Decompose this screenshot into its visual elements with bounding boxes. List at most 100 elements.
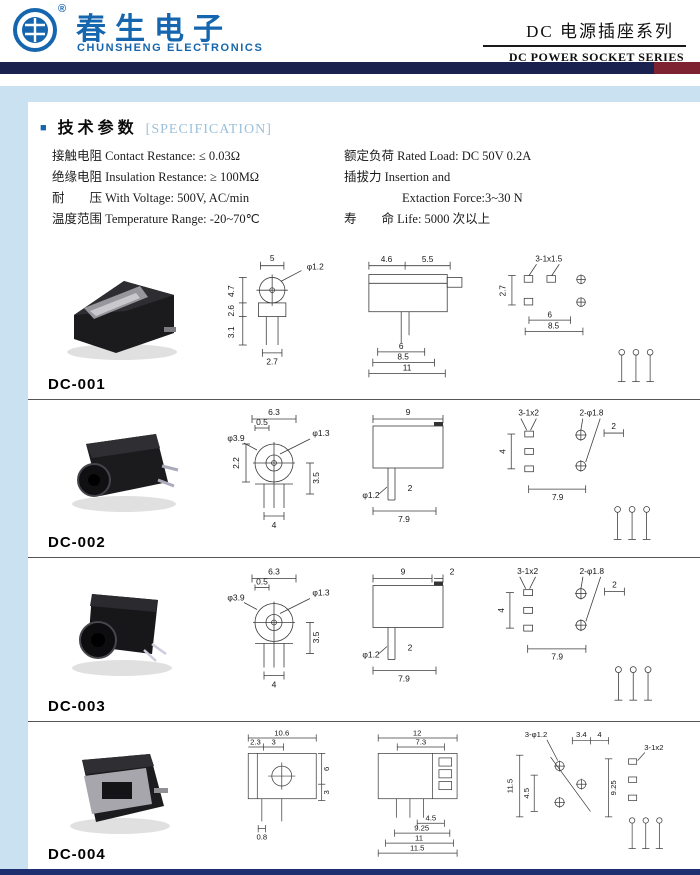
part-outline [247, 753, 317, 822]
dim-label: 2.2 [231, 457, 241, 469]
spec-line: 温度范围 Temperature Range: -20~70℃ [52, 212, 260, 226]
drawings-area: 6.3 0.5 φ3.9 φ1.3 3.5 4 [222, 562, 696, 721]
product-name: DC-002 [48, 534, 106, 551]
dim-label: 11.5 [505, 779, 514, 793]
registered-mark: ® [58, 3, 67, 15]
dim-label: 4 [498, 449, 507, 454]
dim-label: 8.5 [548, 322, 560, 331]
product-name: DC-004 [48, 846, 106, 863]
dimension-lines [238, 261, 302, 357]
dim-label: 2 [612, 580, 617, 590]
dim-label: 12 [413, 728, 422, 737]
side-view-drawing: 9 2 φ1.2 2 7.9 [362, 567, 455, 684]
dim-label: 7.9 [398, 514, 410, 524]
dim-label: 2.7 [498, 285, 507, 297]
part-outline [256, 274, 288, 346]
pad-layout [524, 429, 587, 473]
blue-band [0, 86, 700, 102]
front-view-drawing: 6.3 0.5 φ3.9 φ1.3 3.5 4 [227, 567, 330, 690]
dim-label: 6 [399, 341, 404, 351]
dim-label: φ3.9 [227, 433, 245, 443]
product-rows: DC-001 [28, 245, 700, 869]
dim-label: 3 [322, 790, 331, 794]
dim-label: 4.5 [522, 788, 531, 799]
pcb-layout-drawing: 3-1x2 2-φ1.8 2 4 7.9 [496, 566, 652, 701]
header-divider-bar [0, 62, 700, 74]
pcb-layout-drawing: 3-1x1.5 2.7 6 8.5 [498, 254, 654, 383]
dim-label: 3 [271, 737, 275, 746]
photo-column: DC-003 [40, 562, 222, 721]
drawings-area: 6.3 0.5 φ3.9 φ1.3 2.2 3.5 4 [222, 404, 696, 557]
dim-label: 0.5 [256, 417, 268, 427]
product-photo [67, 281, 177, 360]
brand-name-english: CHUNSHENG ELECTRONICS [77, 42, 264, 54]
dim-label: 5 [270, 253, 275, 263]
dim-label: 7.9 [551, 652, 563, 662]
series-title-chinese: DC 电源插座系列 [526, 22, 674, 41]
dim-label: 2.3 [250, 737, 261, 746]
dimension-lines [242, 415, 314, 520]
part-outline [253, 601, 295, 668]
product-row-dc-003: DC-003 [28, 558, 700, 722]
pad-layout [523, 274, 586, 307]
left-margin-stripe [0, 86, 28, 875]
pad-layout [554, 758, 638, 808]
dim-label: 6.3 [268, 407, 280, 417]
spec-title-cn: 技术参数 [57, 120, 138, 137]
dim-label: 2-φ1.8 [580, 566, 605, 576]
front-view-drawing: 5 φ1.2 4.7 2.6 3.1 2.7 [226, 253, 324, 367]
part-outline [372, 581, 444, 660]
dim-label: 4 [272, 680, 277, 690]
product-row-dc-004: DC-004 [28, 722, 700, 869]
dim-label: 4.7 [226, 285, 236, 297]
photo-column: DC-002 [40, 404, 222, 557]
spec-columns: 接触电阻 Contact Restance: ≤ 0.03Ω 绝缘电阻 Insu… [40, 146, 690, 230]
dimension-lines [516, 737, 646, 818]
dim-label: 7.3 [415, 737, 426, 746]
dim-label: φ1.2 [307, 262, 324, 272]
dim-label: 4.6 [381, 254, 393, 264]
brand-name-chinese: 春生电子 [76, 13, 232, 46]
drawings-area: 5 φ1.2 4.7 2.6 3.1 2.7 [222, 249, 696, 399]
dimension-lines [508, 264, 584, 336]
pcb-layout-drawing: 3-φ1.2 3.4 4 3-1x2 11.5 4.5 9.25 [505, 730, 664, 849]
dim-label: 3-1x1.5 [535, 254, 562, 263]
drawings-area: 10.6 2.3 3 6 3 0.8 [222, 726, 696, 869]
dim-label: 2 [611, 422, 616, 431]
side-view-drawing: 4.6 5.5 6 8.5 11 [368, 254, 463, 378]
product-name: DC-003 [48, 698, 106, 715]
part-outline [377, 753, 458, 818]
product-row-dc-001: DC-001 [28, 245, 700, 400]
spec-line: 绝缘电阻 Insulation Restance: ≥ 100MΩ [52, 170, 260, 184]
dim-label: 11 [415, 833, 423, 842]
dim-label: 4 [496, 608, 506, 613]
dim-label: 3.1 [226, 326, 236, 338]
product-name: DC-001 [48, 376, 106, 393]
dim-label: φ1.2 [362, 650, 380, 660]
product-photo [72, 594, 172, 676]
pin-profile-icon [613, 506, 651, 540]
dim-label: 3-1x2 [517, 566, 538, 576]
dim-label: 3-1x2 [518, 409, 539, 418]
spec-title-row: ■ 技术参数 [SPECIFICATION] [40, 114, 690, 138]
spec-line: 插拔力 Insertion and [344, 170, 451, 184]
front-view-drawing: 10.6 2.3 3 6 3 0.8 [247, 728, 331, 842]
product-photo [72, 434, 179, 512]
dim-label: 2 [450, 567, 455, 577]
spec-title-en: [SPECIFICATION] [145, 122, 272, 137]
dim-label: 9 [401, 567, 406, 577]
dim-label: 3.5 [311, 631, 321, 643]
dimension-lines [243, 574, 314, 680]
dim-label: 6 [322, 767, 331, 771]
pad-layout [523, 587, 587, 632]
pcb-layout-drawing: 3-1x2 2-φ1.8 2 4 7.9 [498, 409, 651, 540]
part-outline [372, 422, 444, 501]
dim-label: 5.5 [422, 254, 434, 264]
dim-label: 4 [272, 520, 277, 530]
bottom-bar [0, 869, 700, 875]
dimension-lines [377, 734, 458, 857]
dimension-lines [505, 576, 625, 653]
brand-logo-icon [13, 8, 57, 52]
dim-label: 3.5 [311, 472, 321, 484]
